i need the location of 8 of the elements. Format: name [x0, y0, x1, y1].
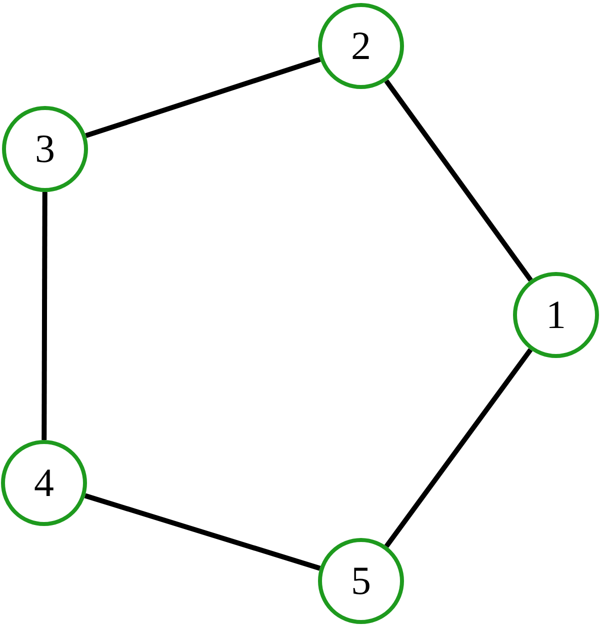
- connector-line: [42, 192, 48, 440]
- connector-line: [384, 79, 533, 282]
- node-label: 2: [351, 26, 371, 66]
- node-label: 3: [35, 129, 55, 169]
- node-label: 1: [546, 295, 566, 335]
- connector-line: [384, 348, 533, 548]
- node-label: 5: [351, 561, 371, 601]
- node-label: 4: [34, 463, 54, 503]
